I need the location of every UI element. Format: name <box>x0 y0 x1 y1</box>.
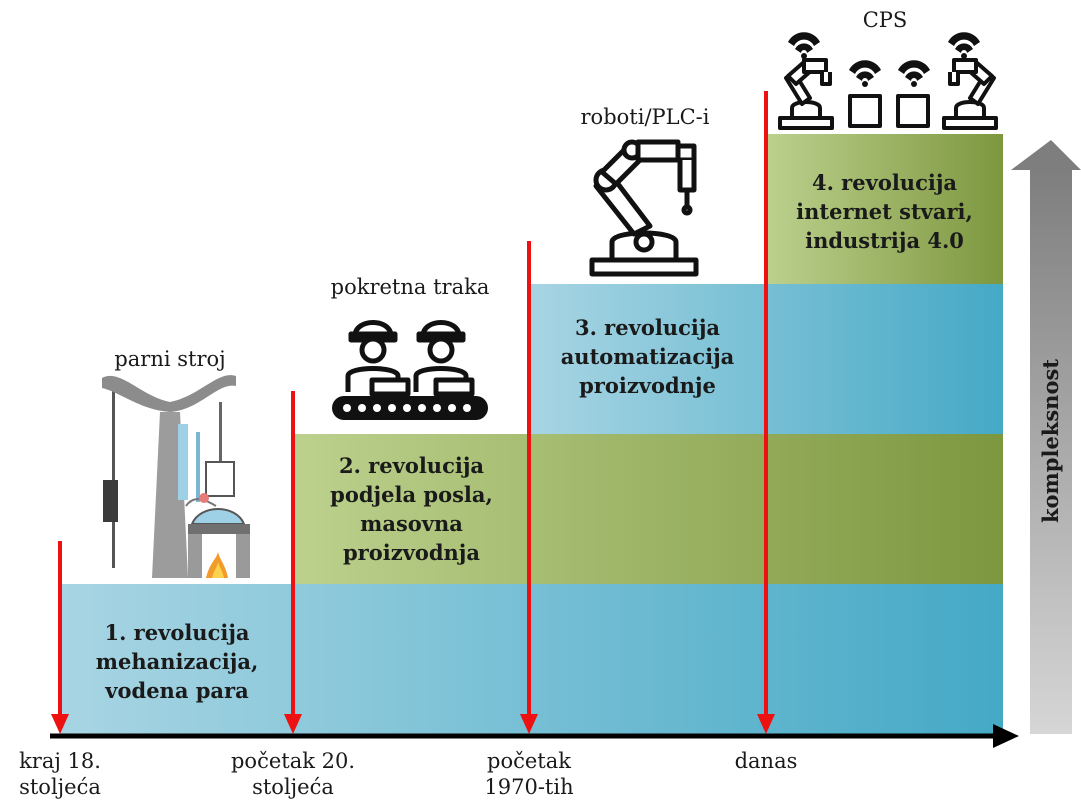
timeline-label-3: početak 1970-tih <box>459 748 599 800</box>
steam-engine-icon <box>102 375 250 578</box>
cps-robots-icon <box>778 32 998 130</box>
icon-label-robots-plc: roboti/PLC-i <box>580 105 710 129</box>
stage-1-line: mehanizacija, <box>95 649 259 674</box>
stage-3-line: automatizacija <box>560 344 735 369</box>
robot-arm-icon <box>589 139 699 277</box>
stage-text-2: 2. revolucija podjela posla, masovna pro… <box>294 451 529 567</box>
timeline-3-line: 1970-tih <box>484 775 574 799</box>
timeline-2-line: stoljeća <box>252 775 334 799</box>
stage-3-line: proizvodnje <box>579 373 716 398</box>
stage-text-4: 4. revolucija internet stvari, industrij… <box>766 168 1003 255</box>
stage-2-line: proizvodnja <box>342 540 481 565</box>
stage-4-line: internet stvari, <box>796 199 973 224</box>
milestone-marker-2 <box>284 391 302 734</box>
stage-4-line: 4. revolucija <box>811 170 958 195</box>
complexity-label: kompleksnost <box>1038 359 1063 523</box>
stage-3-line: 3. revolucija <box>574 315 721 340</box>
time-axis <box>50 724 1019 748</box>
stage-band-2 <box>294 434 1003 584</box>
stage-4-line: industrija 4.0 <box>805 228 964 253</box>
stage-2-line: podjela posla, <box>330 482 493 507</box>
icon-label-steam-engine: parni stroj <box>114 347 226 371</box>
milestone-marker-1 <box>51 541 69 734</box>
stage-text-1: 1. revolucija mehanizacija, vodena para <box>60 618 294 705</box>
milestone-marker-4 <box>757 91 775 734</box>
stage-2-line: 2. revolucija <box>338 453 485 478</box>
icon-label-cps: CPS <box>862 8 908 32</box>
timeline-4-line: danas <box>734 749 798 773</box>
stage-text-3: 3. revolucija automatizacija proizvodnje <box>529 313 766 400</box>
icon-label-assembly-line: pokretna traka <box>330 275 490 299</box>
stage-1-line: 1. revolucija <box>104 620 250 645</box>
timeline-1-line: kraj 18. <box>19 749 101 773</box>
complexity-arrow <box>1011 140 1081 734</box>
timeline-label-1: kraj 18. stoljeća <box>0 748 120 800</box>
assembly-line-workers-icon <box>332 320 488 420</box>
timeline-label-2: početak 20. stoljeća <box>213 748 373 800</box>
stage-band-1 <box>60 584 1003 734</box>
conveyor-rollers <box>343 404 471 412</box>
stage-2-line: masovna <box>360 511 463 536</box>
milestone-marker-3 <box>520 241 538 734</box>
timeline-label-4: danas <box>706 748 826 774</box>
timeline-3-line: početak <box>487 749 571 773</box>
stage-band-4 <box>766 134 1003 284</box>
timeline-2-line: početak 20. <box>230 749 356 773</box>
stage-1-line: vodena para <box>105 678 249 703</box>
timeline-1-line: stoljeća <box>19 775 101 799</box>
